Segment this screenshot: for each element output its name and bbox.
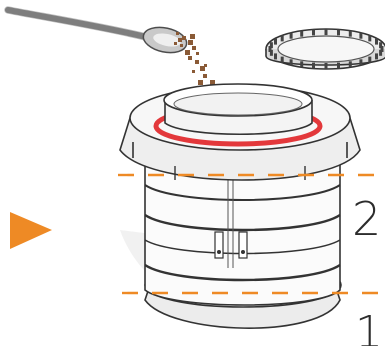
coffee-ground-particle [190, 34, 195, 39]
cap-tooth [289, 59, 293, 66]
cap-tooth [380, 46, 384, 52]
cap-tooth [300, 61, 304, 68]
fill-level-label-2: 2 [352, 192, 382, 246]
cap-tooth [274, 53, 277, 60]
cap-tooth [359, 32, 363, 39]
coffee-ground-particle [210, 80, 215, 85]
coffee-ground-particle [200, 66, 205, 71]
cap-tooth [337, 62, 340, 69]
cap-tooth [359, 59, 363, 66]
cap-tooth [324, 29, 328, 35]
cap-tooth [289, 32, 293, 39]
cap-tooth [280, 35, 284, 42]
fill-level-label-1: 1 [355, 307, 383, 346]
cap-tooth [312, 62, 315, 69]
cap-tooth [379, 49, 383, 56]
cap-tooth [280, 56, 284, 63]
cap-tooth [368, 56, 372, 63]
coffee-ground-particle [182, 36, 186, 40]
cap-tooth [375, 53, 378, 60]
coffee-ground-particle [178, 38, 182, 42]
cap-tooth [268, 46, 272, 52]
cap-tooth [269, 42, 273, 49]
coffee-ground-particle [204, 64, 207, 67]
cap-tooth [348, 30, 352, 37]
cap-tooth [375, 38, 378, 45]
cap-tooth [348, 61, 352, 68]
coffee-ground-particle [196, 52, 199, 55]
coffee-ground-particle [188, 56, 192, 60]
coffee-ground-particle [198, 80, 203, 85]
coffee-ground-particle [180, 44, 183, 47]
cap-tooth [379, 42, 383, 49]
coffee-ground-particle [195, 60, 199, 64]
cap-tooth [368, 35, 372, 42]
coffee-ground-particle [203, 74, 207, 78]
spoon-icon [4, 6, 188, 54]
filter-container-icon [119, 83, 361, 329]
cap-tooth [274, 38, 277, 45]
orange-play-arrow-icon [10, 212, 52, 249]
coffee-ground-particle [176, 32, 179, 35]
coffee-ground-particle [192, 46, 196, 50]
cap-tooth [312, 29, 315, 36]
cap-tooth [269, 49, 273, 56]
coffee-ground-particle [185, 50, 190, 55]
screw-cap-icon [265, 28, 385, 70]
coffee-ground-particle [188, 40, 193, 45]
cap-tooth [300, 30, 304, 37]
cap-tooth [337, 29, 340, 36]
cap-tooth [324, 63, 328, 69]
coffee-ground-particle [174, 42, 177, 45]
coffee-ground-particle [192, 70, 195, 73]
